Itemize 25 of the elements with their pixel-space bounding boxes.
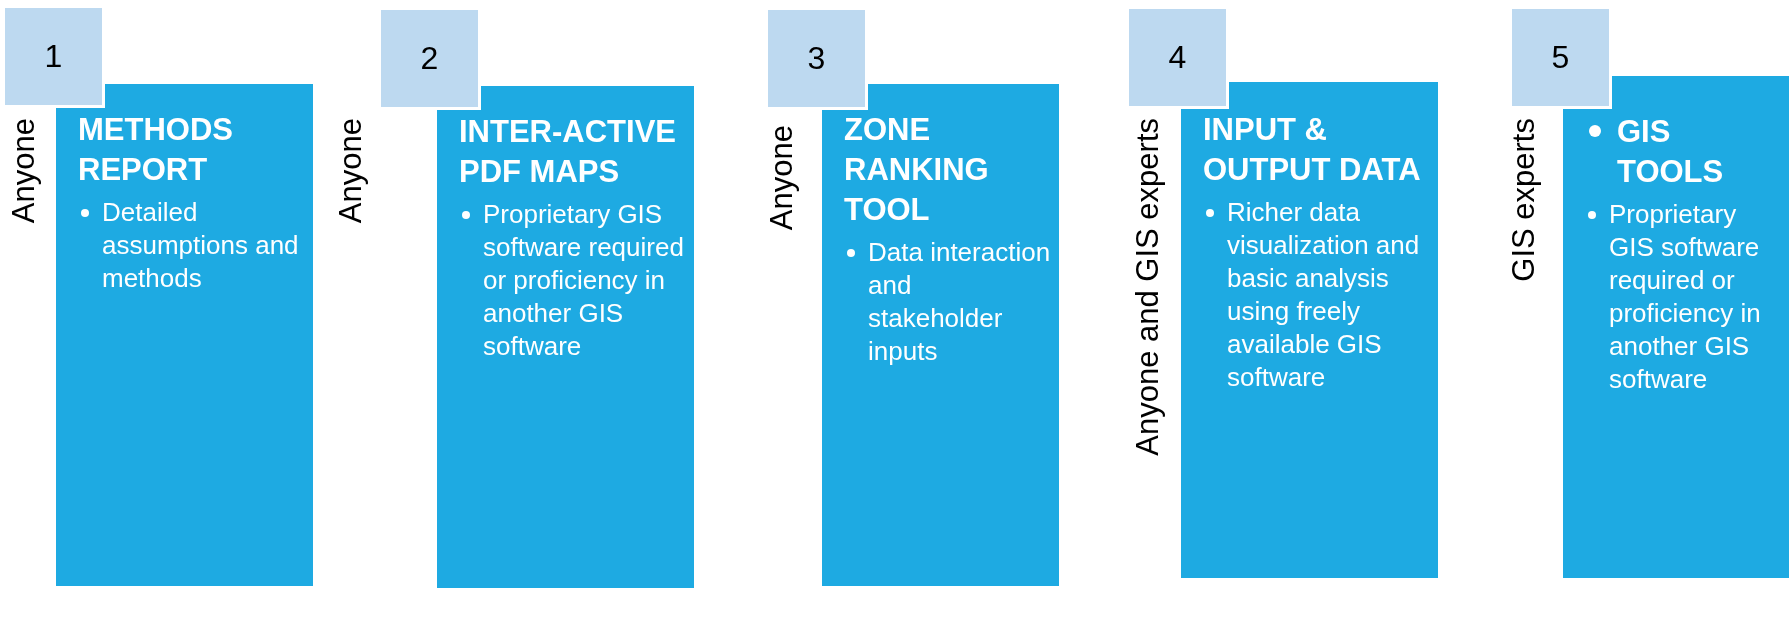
audience-label: Anyone <box>333 118 369 226</box>
bullet-text: Data interaction and stakeholder inputs <box>868 236 1051 368</box>
card-heading: ZONE RANKING TOOL <box>844 111 990 229</box>
audience-label: Anyone <box>764 125 800 233</box>
audience-label: Anyone <box>6 118 42 226</box>
step-number: 5 <box>1512 9 1612 109</box>
step-card <box>822 84 1059 586</box>
audience-label: Anyone and GIS experts <box>1130 118 1166 458</box>
step-card <box>437 86 694 588</box>
step-number: 4 <box>1129 9 1229 109</box>
bullet-text: Richer data visualization and basic analysis using freely available GIS software <box>1227 196 1421 394</box>
card-heading: INTER-ACTIVE PDF MAPS <box>459 113 677 191</box>
step-number: 3 <box>768 10 868 110</box>
bullet-text: Detailed assumptions and methods <box>102 196 300 295</box>
audience-label: GIS experts <box>1506 118 1542 284</box>
bullet-text: Proprietary GIS software required or proficiency in another GIS software <box>1609 198 1762 396</box>
step-card <box>1181 82 1438 578</box>
step-number: 1 <box>5 8 105 108</box>
card-heading: INPUT & OUTPUT DATA <box>1203 111 1422 189</box>
bullet-text: Proprietary GIS software required or proficiency in another GIS software <box>483 198 685 363</box>
card-heading: GIS TOOLS <box>1617 113 1725 191</box>
card-heading: METHODS REPORT <box>78 111 234 189</box>
step-number: 2 <box>381 10 481 110</box>
step-card <box>1563 76 1789 578</box>
step-card <box>56 84 313 586</box>
